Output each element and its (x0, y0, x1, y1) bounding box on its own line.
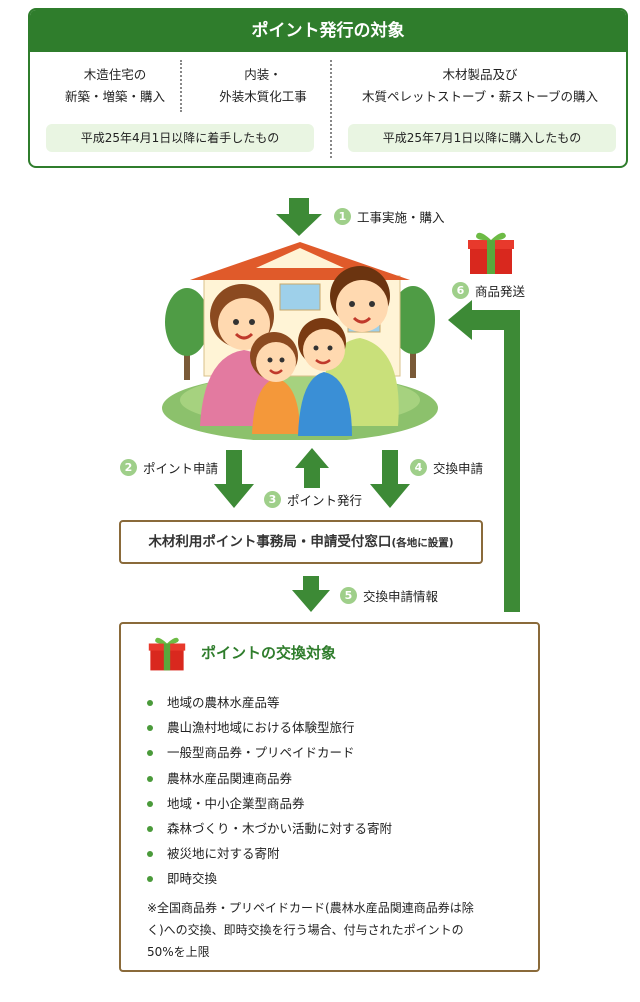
step1-number: 1 (334, 208, 351, 225)
exchange-target-panel: ポイントの交換対象 地域の農林水産品等 農山漁村地域における体験型旅行 一般型商… (119, 622, 540, 972)
step3-text: ポイント発行 (287, 493, 363, 508)
list-item: 一般型商品券・プリペイドカード (147, 740, 392, 765)
target-wooden-house: 木造住宅の 新築・増築・購入 (42, 64, 188, 108)
step3-label: 3 ポイント発行 (264, 490, 362, 509)
step2-label: 2 ポイント申請 (120, 458, 218, 477)
exchange-target-list: 地域の農林水産品等 農山漁村地域における体験型旅行 一般型商品券・プリペイドカー… (147, 690, 392, 892)
list-item: 地域の農林水産品等 (147, 690, 392, 715)
step4-text: 交換申請 (433, 461, 484, 476)
point-office-box: 木材利用ポイント事務局・申請受付窓口(各地に設置) (119, 520, 483, 564)
step1-down-arrow (276, 198, 322, 236)
step5-label: 5 交換申請情報 (340, 586, 438, 605)
target-wood-products-line2: 木質ペレットストーブ・薪ストーブの購入 (361, 89, 598, 104)
step2-text: ポイント申請 (143, 461, 219, 476)
step5-text: 交換申請情報 (363, 589, 439, 604)
target-wood-products-line1: 木材製品及び (442, 67, 518, 82)
target-wood-products: 木材製品及び 木質ペレットストーブ・薪ストーブの購入 (340, 64, 620, 108)
target-wooden-house-line1: 木造住宅の (83, 67, 147, 82)
column-divider (180, 60, 182, 112)
step2-down-arrow (214, 450, 254, 508)
gift-box-icon (148, 637, 186, 671)
condition-construction-date: 平成25年4月1日以降に着手したもの (46, 124, 314, 152)
target-interior-work-line1: 内装・ (244, 67, 282, 82)
list-item: 農山漁村地域における体験型旅行 (147, 715, 392, 740)
point-office-label: 木材利用ポイント事務局・申請受付窓口 (148, 534, 392, 550)
gift-box-icon (468, 232, 514, 274)
exchange-note: ※全国商品券・プリペイドカード(農林水産品関連商品券は除 く)への交換、即時交換… (147, 897, 527, 963)
step4-down-arrow (370, 450, 410, 508)
target-interior-work: 内装・ 外装木質化工事 (190, 64, 336, 108)
list-item: 被災地に対する寄附 (147, 841, 392, 866)
step6-return-arrow (448, 300, 520, 612)
issue-target-panel: ポイント発行の対象 木造住宅の 新築・増築・購入 内装・ 外装木質化工事 木材製… (28, 8, 628, 168)
target-interior-work-line2: 外装木質化工事 (219, 89, 307, 104)
list-item: 即時交換 (147, 866, 392, 891)
step3-number: 3 (264, 491, 281, 508)
target-wooden-house-line2: 新築・増築・購入 (64, 89, 165, 104)
step5-number: 5 (340, 587, 357, 604)
exchange-note-line3: 50%を上限 (147, 945, 210, 959)
exchange-note-line2: く)への交換、即時交換を行う場合、付与されたポイントの (147, 923, 464, 937)
step4-label: 4 交換申請 (410, 458, 483, 477)
family-house-illustration (162, 242, 438, 440)
step6-number: 6 (452, 282, 469, 299)
exchange-note-line1: ※全国商品券・プリペイドカード(農林水産品関連商品券は除 (147, 901, 474, 915)
step2-number: 2 (120, 459, 137, 476)
step5-down-arrow (292, 576, 330, 612)
list-item: 地域・中小企業型商品券 (147, 791, 392, 816)
step6-text: 商品発送 (475, 284, 526, 299)
list-item: 農林水産品関連商品券 (147, 766, 392, 791)
exchange-target-title: ポイントの交換対象 (201, 644, 337, 662)
list-item: 森林づくり・木づかい活動に対する寄附 (147, 816, 392, 841)
step4-number: 4 (410, 459, 427, 476)
step1-text: 工事実施・購入 (357, 210, 445, 225)
issue-target-title: ポイント発行の対象 (30, 10, 626, 52)
step6-label: 6 商品発送 (452, 281, 525, 300)
point-office-note: (各地に設置) (391, 537, 454, 549)
step1-label: 1 工事実施・購入 (334, 207, 445, 226)
column-divider (330, 60, 332, 158)
condition-purchase-date: 平成25年7月1日以降に購入したもの (348, 124, 616, 152)
step3-up-arrow (295, 448, 329, 488)
